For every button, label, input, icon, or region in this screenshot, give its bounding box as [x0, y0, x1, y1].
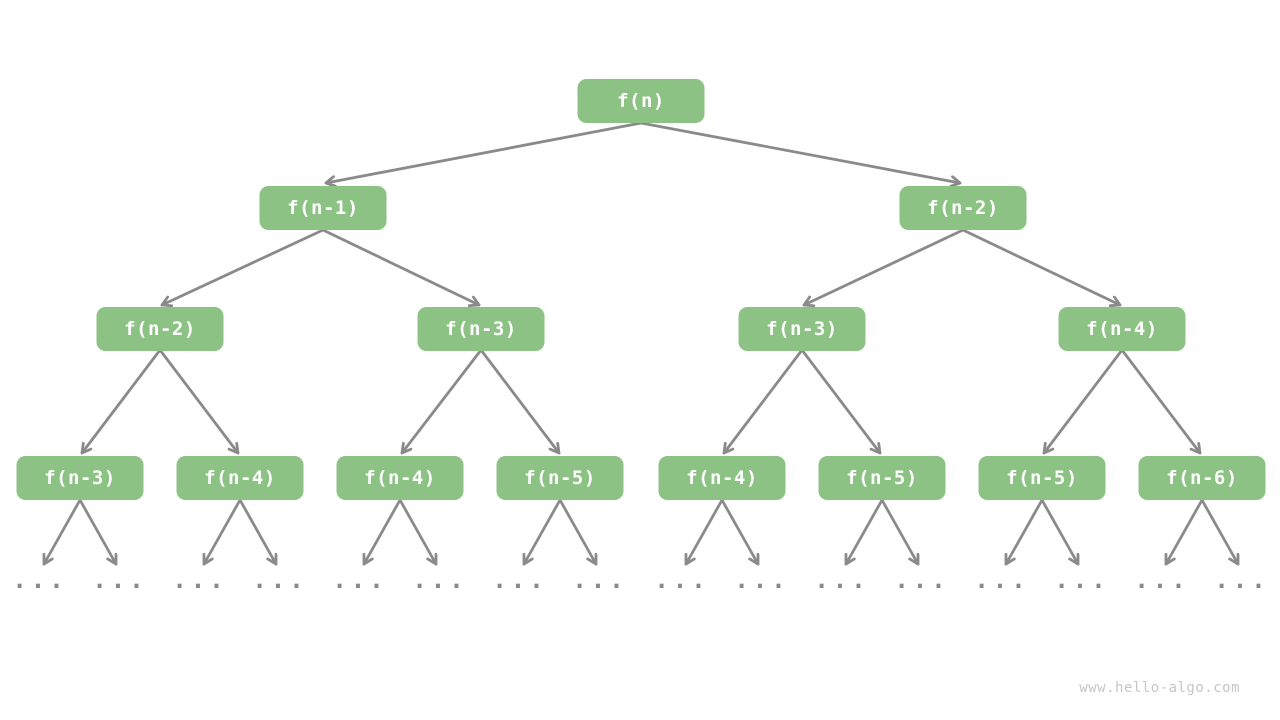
ellipsis-leaf: ...	[734, 566, 790, 594]
tree-node: f(n-6)	[1138, 456, 1266, 500]
tree-node: f(n-3)	[417, 307, 545, 351]
tree-node: f(n-5)	[496, 456, 624, 500]
ellipsis-leaf: ...	[1214, 566, 1270, 594]
ellipsis-leaf: ...	[974, 566, 1030, 594]
ellipsis-leaf: ...	[894, 566, 950, 594]
tree-node: f(n-3)	[16, 456, 144, 500]
tree-node: f(n-4)	[1058, 307, 1186, 351]
ellipsis-leaf: ...	[1134, 566, 1190, 594]
ellipsis-leaf: ...	[252, 566, 308, 594]
ellipsis-leaf: ...	[1054, 566, 1110, 594]
tree-node: f(n-1)	[259, 186, 387, 230]
tree-node: f(n-5)	[818, 456, 946, 500]
ellipsis-leaf: ...	[572, 566, 628, 594]
tree-node: f(n-4)	[176, 456, 304, 500]
ellipsis-leaf: ...	[332, 566, 388, 594]
tree-node: f(n-2)	[899, 186, 1027, 230]
watermark-text: www.hello-algo.com	[1079, 680, 1240, 696]
tree-node: f(n-4)	[658, 456, 786, 500]
ellipsis-leaf: ...	[92, 566, 148, 594]
tree-node: f(n-4)	[336, 456, 464, 500]
ellipsis-leaf: ...	[412, 566, 468, 594]
ellipsis-leaf: ...	[172, 566, 228, 594]
tree-node: f(n-3)	[738, 307, 866, 351]
ellipsis-leaf: ...	[814, 566, 870, 594]
tree-node-root: f(n)	[577, 79, 705, 123]
ellipsis-leaf: ...	[492, 566, 548, 594]
tree-node: f(n-2)	[96, 307, 224, 351]
tree-node: f(n-5)	[978, 456, 1106, 500]
ellipsis-leaf: ...	[654, 566, 710, 594]
ellipsis-leaf: ...	[12, 566, 68, 594]
